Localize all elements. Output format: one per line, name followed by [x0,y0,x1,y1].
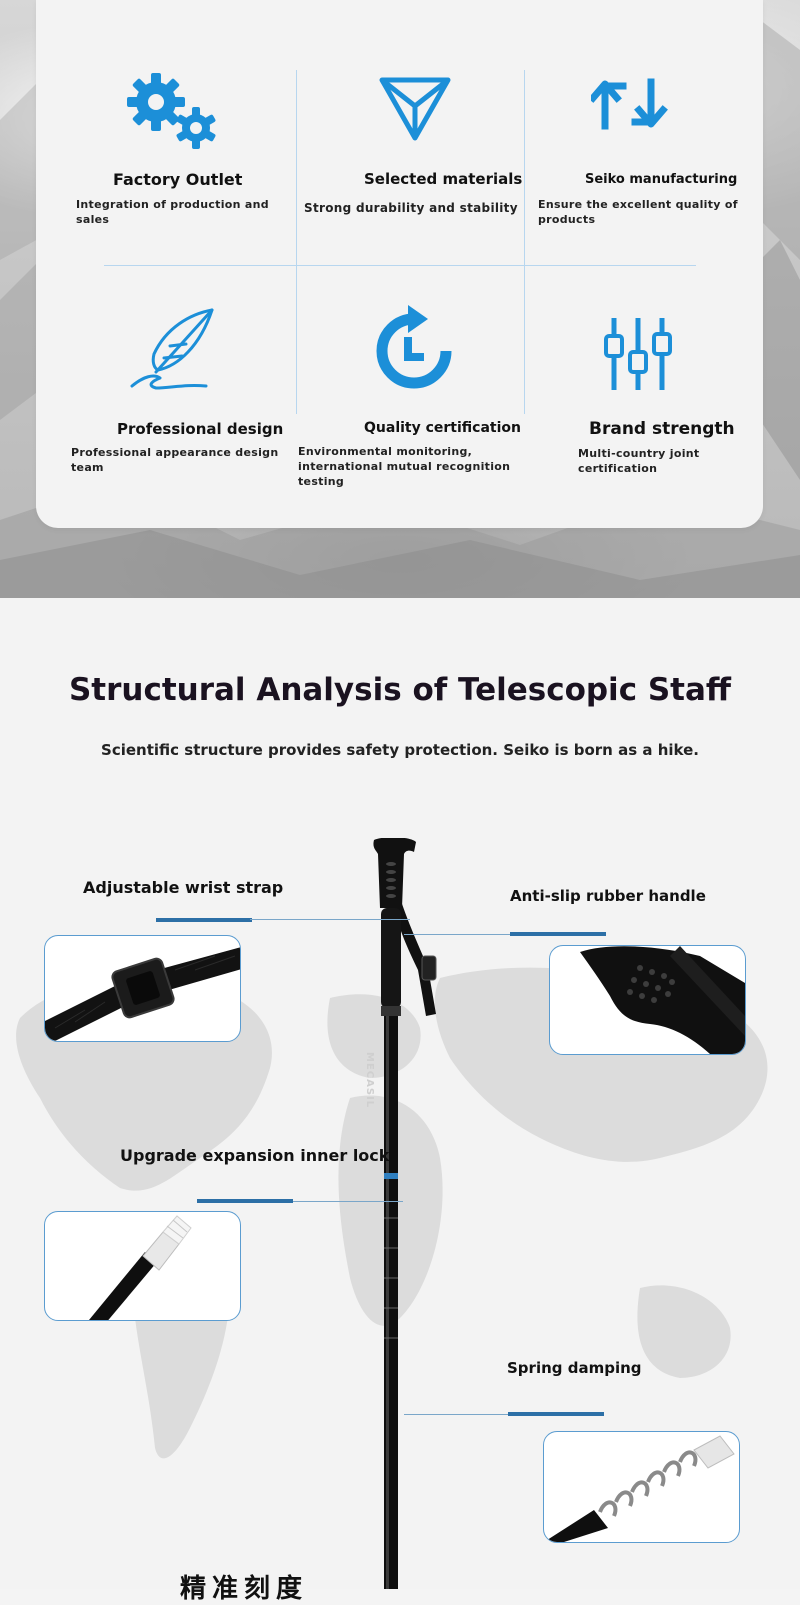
feature-desc: Professional appearance design team [71,446,279,474]
feature-title: Quality certification [364,420,521,436]
feature-title: Factory Outlet [113,170,243,189]
gears-icon [124,70,220,154]
feature-desc: Ensure the excellent quality of products [538,198,738,226]
refresh-clock-icon [374,303,454,389]
label-underline [156,918,252,922]
feature-title: Professional design [117,420,284,438]
pointer-line [250,919,410,920]
grid-divider-horizontal [104,265,696,266]
grid-divider-vertical [524,70,525,414]
pointer-line [404,1414,508,1415]
sliders-icon [604,314,674,394]
feature-desc: Integration of production and sales [76,198,269,226]
part-label-inner-lock: Upgrade expansion inner lock [120,1146,390,1165]
bottom-heading: 精准刻度 [180,1574,309,1604]
label-underline [510,932,606,936]
wrist-strap-photo [44,935,241,1042]
diamond-pyramid-icon [378,70,452,144]
section-subtitle: Scientific structure provides safety pro… [101,741,699,759]
section-title: Structural Analysis of Telescopic Staff [68,672,732,708]
pointer-line [293,1201,403,1202]
feature-desc: Environmental monitoring, international … [298,445,511,488]
trekking-pole [370,837,450,1593]
pointer-line [404,934,514,935]
rubber-handle-photo [549,945,746,1055]
label-underline [197,1199,293,1203]
part-label-rubber-handle: Anti-slip rubber handle [510,887,706,905]
feather-pen-icon [130,306,216,392]
label-underline [508,1412,604,1416]
inner-lock-photo [44,1211,241,1321]
spring-damping-photo [543,1431,740,1543]
feature-title: Selected materials [364,170,523,188]
feature-title: Brand strength [589,419,735,439]
feature-desc: Strong durability and stability [304,201,518,215]
grid-divider-vertical [296,70,297,414]
pole-brand-text: MECASIL [364,1052,375,1109]
feature-desc: Multi-country joint certification [578,447,700,475]
part-label-wrist-strap: Adjustable wrist strap [83,878,284,897]
part-label-spring-damping: Spring damping [507,1359,642,1377]
swap-arrows-icon [591,76,671,134]
feature-title: Seiko manufacturing [585,172,738,187]
